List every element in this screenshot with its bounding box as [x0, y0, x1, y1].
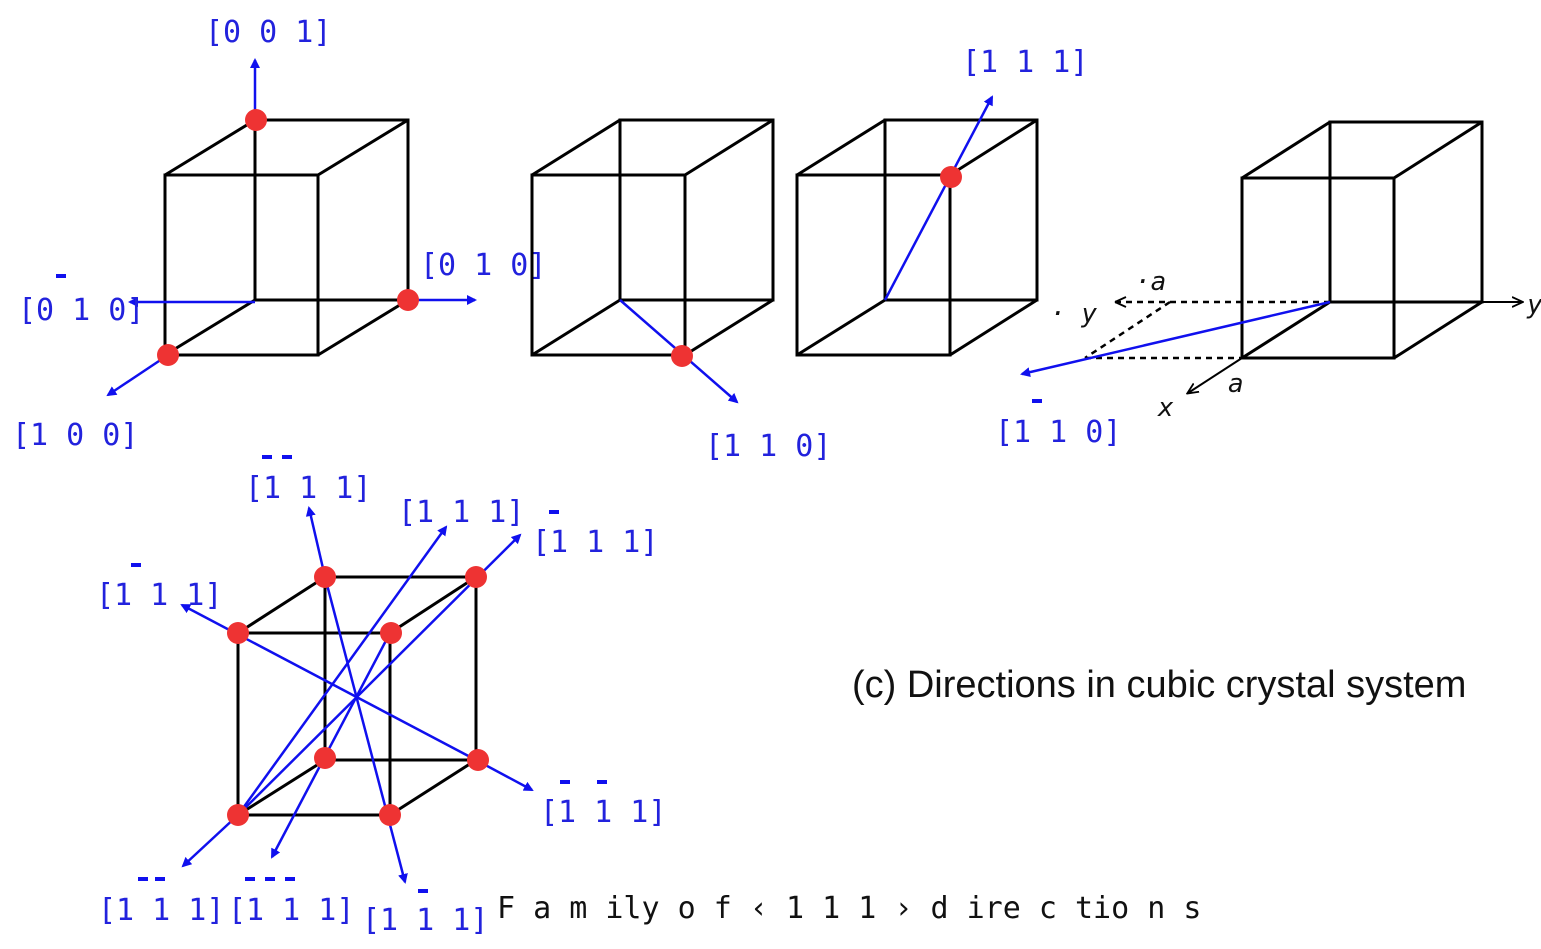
atom	[380, 622, 402, 644]
cube1-back-face	[253, 118, 410, 302]
arrow-100	[106, 353, 169, 397]
axis-label-x: x	[1157, 393, 1174, 423]
arrow-111	[883, 95, 994, 301]
arrow-fam-111	[236, 525, 448, 816]
axis-label-neg-a: ·a	[1135, 267, 1166, 297]
atom-111	[940, 166, 962, 188]
figure-caption: (c) Directions in cubic crystal system	[852, 664, 1466, 706]
label-0-10: [0 1 0]	[18, 293, 144, 328]
label-fam-11m: [1 1 1]	[362, 903, 488, 938]
atom-110	[671, 345, 693, 367]
label-fam-111: [1 1 1]	[398, 495, 524, 530]
atom	[314, 566, 336, 588]
cube-axes-group: [0 0 1] [0 1 0] [0 1 0] [1 0 0]	[12, 15, 546, 453]
arrow-fam-mmm	[270, 632, 392, 859]
label-fam-m111: [1 1 1]	[532, 525, 658, 560]
arrow-fam-11m	[323, 576, 408, 884]
label-010: [0 1 0]	[420, 248, 546, 283]
label-fam-11mm: [1 1 1]	[98, 893, 224, 928]
arrow-fam-11mm	[181, 814, 239, 868]
atom-001	[245, 109, 267, 131]
label-fam-mmm: [1 1 1]	[228, 893, 354, 928]
arrow-fam-1m1	[180, 603, 477, 762]
axis-label-y1: · y	[1050, 299, 1097, 329]
arrow-1-10	[1020, 300, 1331, 378]
atom-100	[157, 344, 179, 366]
label-fam-1m1: [1 1 1]	[96, 578, 222, 613]
label-100: [1 0 0]	[12, 418, 138, 453]
overbar	[56, 274, 66, 278]
axis-x-arrow	[1188, 357, 1243, 393]
label-110: [1 1 0]	[705, 429, 831, 464]
atom-010	[397, 289, 419, 311]
atom	[227, 622, 249, 644]
axis-label-a: a	[1228, 369, 1244, 399]
family-caption: F a m ily o f ‹ 1 1 1 › d ire c tio n s	[497, 891, 1201, 926]
axis-label-y2: y	[1526, 290, 1541, 320]
fam-back-face	[323, 575, 478, 762]
arrow-fam-mm1	[305, 506, 327, 578]
fam-front-face	[236, 631, 392, 817]
label-1-10: [1 1 0]	[995, 415, 1121, 450]
cube-1-10-group: ·a a x y [1 1 0]	[995, 120, 1541, 450]
atom	[465, 566, 487, 588]
atom	[314, 747, 336, 769]
atom	[467, 749, 489, 771]
label-fam-m1m1: [1 1 1]	[540, 795, 666, 830]
cube-111-group: [1 1 1] · y	[795, 45, 1097, 357]
atom	[227, 804, 249, 826]
label-111-top: [1 1 1]	[962, 45, 1088, 80]
family-111-group: [1 1 1] [1 1 1] [1 1 1] [1 1 1] [1 1 1] …	[96, 455, 1201, 938]
cube1-front-face	[163, 173, 320, 357]
overbar	[1032, 399, 1042, 403]
label-001: [0 0 1]	[205, 15, 331, 50]
atom	[379, 804, 401, 826]
cube-110-group: [1 1 0]	[530, 118, 831, 464]
label-fam-mm1: [1 1 1]	[245, 471, 371, 506]
